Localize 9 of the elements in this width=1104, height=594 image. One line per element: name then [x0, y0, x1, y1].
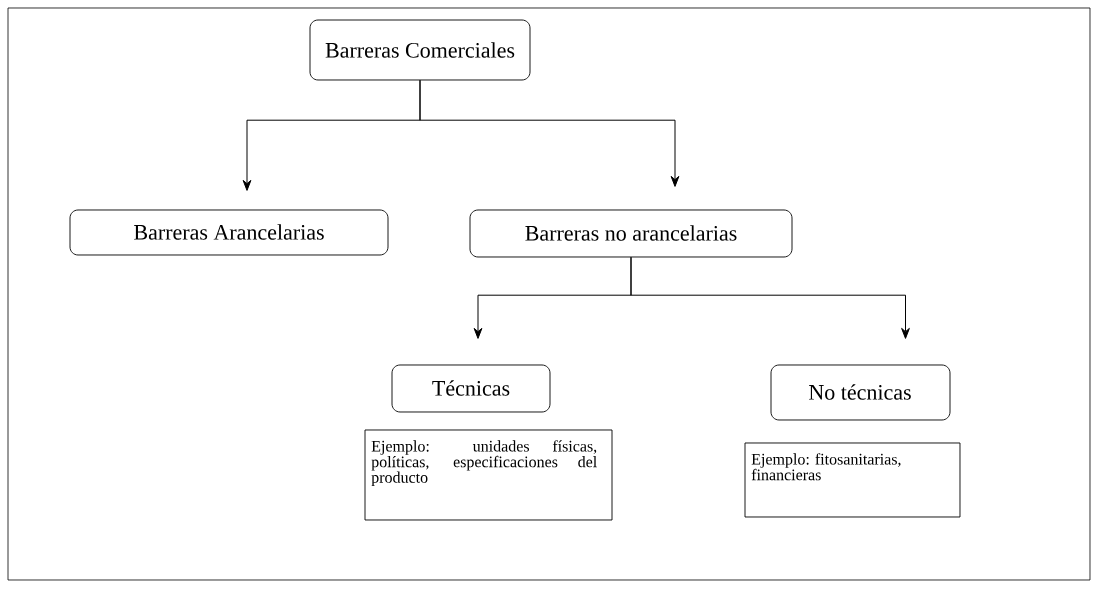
- rounded-box: Barreras no arancelarias: [469, 209, 793, 258]
- arrow: [419, 79, 680, 187]
- rounded-box: Barreras Arancelarias: [69, 209, 389, 256]
- text-box: Ejemplo: unidades físicas, políticas, especificaciones del producto: [364, 429, 613, 521]
- text-box: Ejemplo: fitosanitarias, financieras: [744, 442, 961, 518]
- rounded-box: Técnicas: [391, 364, 551, 413]
- rounded-box: Barreras Comerciales: [309, 19, 531, 81]
- arrow: [630, 256, 910, 339]
- rounded-box: No técnicas: [770, 364, 951, 421]
